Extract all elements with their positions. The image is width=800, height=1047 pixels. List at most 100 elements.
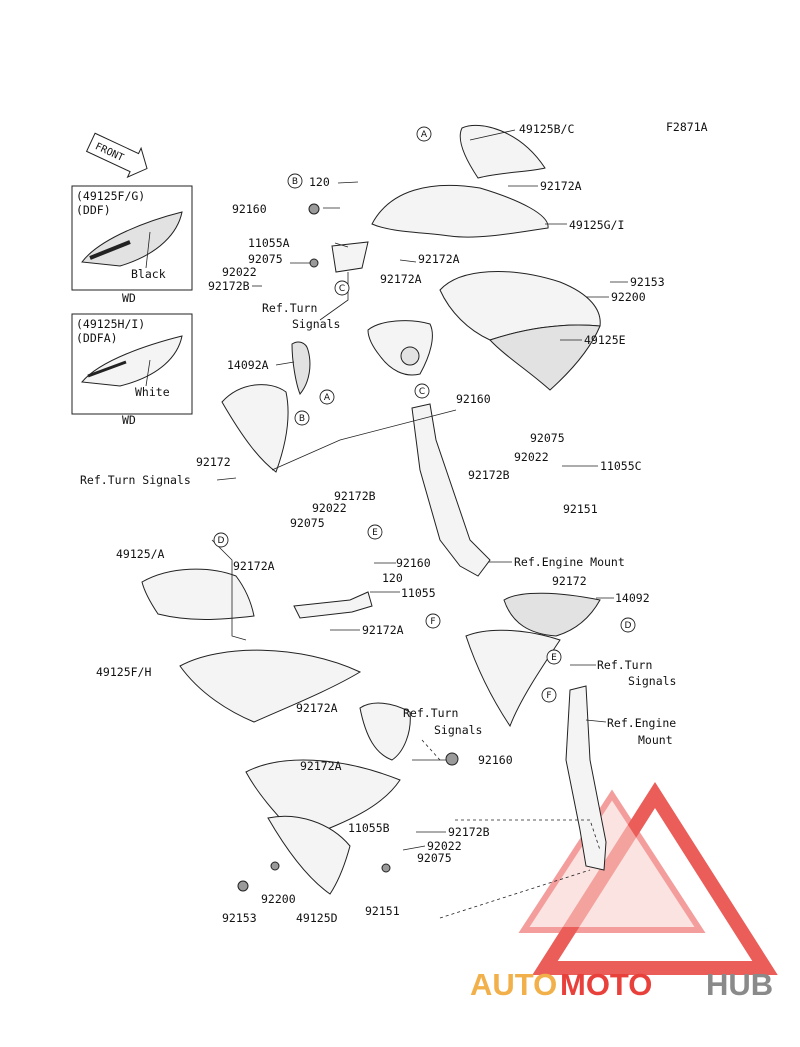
label-92172a-6: 92172A [296, 701, 338, 715]
label-14092a: 14092A [227, 358, 269, 372]
label-signals-1: Signals [292, 317, 340, 331]
ref-f-2: F [546, 691, 551, 701]
inset-2-color: White [135, 385, 170, 399]
label-92022-4: 92022 [427, 839, 462, 853]
ref-a-1: A [421, 130, 428, 140]
label-mount-2: Mount [638, 733, 673, 747]
inset-1-title: (49125F/G) [76, 189, 145, 203]
ref-c-2: C [419, 387, 425, 397]
label-92075-2: 92075 [530, 431, 565, 445]
ref-d-1: D [218, 536, 225, 546]
cowl-49125d [267, 815, 351, 895]
label-92172b-4: 92172B [448, 825, 490, 839]
label-92022-3: 92022 [312, 501, 347, 515]
label-11055a: 11055A [248, 236, 290, 250]
cowl-49125fh [179, 649, 362, 723]
figure-code: F2871A [666, 120, 708, 134]
reference-markers: A B C A B C D E F D E F [213, 126, 636, 703]
inset-2-note: WD [122, 413, 136, 427]
label-signals-2: Signals [628, 674, 676, 688]
label-ref-turn-1: Ref.Turn [262, 301, 317, 315]
stay-ref-engine-mount-upper [411, 403, 491, 577]
inset-black: (49125F/G) (DDF) Black WD [71, 185, 193, 305]
stay-ref-engine-mount-lower [565, 685, 607, 871]
label-92172b-3: 92172B [334, 489, 376, 503]
bracket-11055b-upper [359, 702, 411, 761]
label-92172a-2: 92172A [418, 252, 460, 266]
mesh-14092 [503, 592, 601, 637]
label-92153-1: 92153 [630, 275, 665, 289]
engine-mount-stay [411, 403, 607, 871]
inset-1-note: WD [122, 291, 136, 305]
upper-cowl-parts [367, 124, 601, 391]
label-120-1: 120 [309, 175, 330, 189]
cowl-49125a [141, 568, 255, 620]
label-49125fh: 49125F/H [96, 665, 151, 679]
label-signals-3: Signals [434, 723, 482, 737]
label-120-2: 120 [382, 571, 403, 585]
label-92172a-7: 92172A [300, 759, 342, 773]
label-49125bc: 49125B/C [519, 122, 574, 136]
inset-2-title: (49125H/I) [76, 317, 145, 331]
label-92075-1: 92075 [248, 252, 283, 266]
label-11055b: 11055B [348, 821, 390, 835]
label-ref-engine-mount-1: Ref.Engine Mount [514, 555, 625, 569]
ref-e-1: E [372, 528, 378, 538]
ref-b-2: B [299, 414, 305, 424]
label-49125gi: 49125G/I [569, 218, 624, 232]
label-92172b-2: 92172B [468, 468, 510, 482]
label-ref-turn-3: Ref.Turn [403, 706, 458, 720]
label-ref-turn-signals: Ref.Turn Signals [80, 473, 191, 487]
ref-a-2: A [324, 393, 331, 403]
leader-lines [211, 129, 628, 919]
label-92160-2: 92160 [456, 392, 491, 406]
turn-signal-bracket [367, 320, 433, 376]
left-side-parts [221, 203, 369, 473]
label-ref-engine-2: Ref.Engine [607, 716, 676, 730]
collar-92075 [309, 258, 319, 268]
label-92160-1: 92160 [232, 202, 267, 216]
label-49125d: 49125D [296, 911, 338, 925]
label-92172a-5: 92172A [362, 623, 404, 637]
label-92172a-4: 92172A [233, 559, 275, 573]
side-cover-left [221, 384, 289, 473]
cowl-49125bc [459, 124, 546, 179]
watermark-part-3: HUB [706, 967, 773, 1002]
inset-1-color: Black [131, 267, 166, 281]
label-ref-turn-2: Ref.Turn [597, 658, 652, 672]
bracket-11055a [331, 241, 369, 273]
ref-f-1: F [430, 617, 435, 627]
label-92172b-1: 92172B [208, 279, 250, 293]
ref-c-1: C [339, 284, 345, 294]
label-92153-2: 92153 [222, 911, 257, 925]
watermark-logo [518, 781, 778, 975]
label-49125e: 49125E [584, 333, 626, 347]
label-92200-2: 92200 [261, 892, 296, 906]
label-92172a-1: 92172A [540, 179, 582, 193]
bracket-11055 [293, 591, 373, 619]
label-49125a: 49125/A [116, 547, 165, 561]
label-92200-1: 92200 [611, 290, 646, 304]
label-92075-3: 92075 [290, 516, 325, 530]
label-92022-2: 92022 [514, 450, 549, 464]
front-arrow: FRONT [85, 132, 148, 179]
label-92172-2: 92172 [552, 574, 587, 588]
label-11055: 11055 [401, 586, 436, 600]
label-92151-1: 92151 [563, 502, 598, 516]
ref-e-2: E [551, 653, 557, 663]
inset-white: (49125H/I) (DDFA) White WD [71, 313, 193, 427]
watermark-part-1: AUTO [470, 967, 557, 1002]
lower-cowl-parts [141, 568, 601, 895]
watermark-text: AUTO MOTO HUB [470, 967, 773, 1002]
label-92075-4: 92075 [417, 851, 452, 865]
ref-b-1: B [292, 177, 298, 187]
cover-14092a [291, 341, 311, 395]
label-92160-4: 92160 [478, 753, 513, 767]
watermark-part-2: MOTO [560, 967, 652, 1002]
side-cover-white-shape [81, 335, 183, 387]
label-11055c: 11055C [600, 459, 642, 473]
label-92172-1: 92172 [196, 455, 231, 469]
inset-2-subtitle: (DDFA) [76, 331, 118, 345]
label-92022-1: 92022 [222, 265, 257, 279]
